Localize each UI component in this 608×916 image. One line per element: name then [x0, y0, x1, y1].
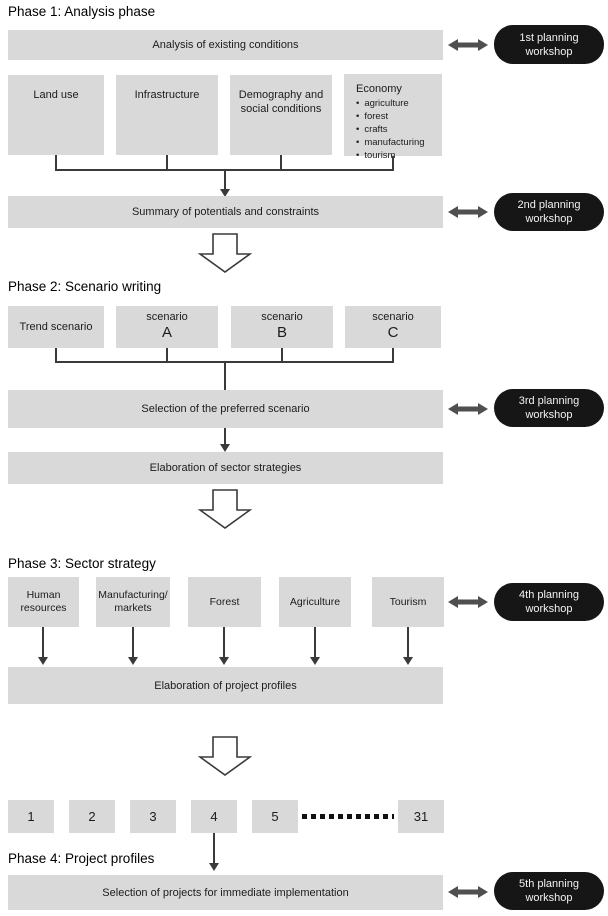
- economy-heading: Economy: [356, 83, 402, 95]
- connector-line: [166, 348, 168, 363]
- double-arrow-icon: [448, 596, 488, 608]
- connector-line: [392, 348, 394, 363]
- land-use-box: Land use: [8, 75, 104, 155]
- manufacturing-markets-box: Manufacturing/ markets: [96, 577, 170, 627]
- big-down-arrow-icon: [198, 233, 252, 273]
- economy-bullet-list: agriculture forest crafts manufacturing …: [356, 97, 438, 162]
- big-down-arrow-icon: [198, 736, 252, 776]
- sector-strategies-bar: Elaboration of sector strategies: [8, 452, 443, 484]
- arrowhead-icon: [220, 444, 230, 452]
- connector-line: [224, 169, 226, 190]
- workshop-pill-line2: workshop: [525, 213, 573, 225]
- double-arrow-icon: [448, 206, 488, 218]
- economy-bullet-item: tourism: [356, 149, 438, 162]
- phase4-title: Phase 4: Project profiles: [8, 851, 155, 866]
- connector-line: [166, 155, 168, 171]
- connector-line: [42, 627, 44, 658]
- economy-bullet-item: forest: [356, 110, 438, 123]
- phase3-title: Phase 3: Sector strategy: [8, 556, 156, 571]
- scenario-label: scenario: [261, 311, 303, 323]
- infrastructure-box: Infrastructure: [116, 75, 218, 155]
- scenario-a-box: scenario A: [116, 306, 218, 348]
- agriculture-box: Agriculture: [279, 577, 351, 627]
- double-arrow-icon: [448, 39, 488, 51]
- workshop-pill-line1: 3rd planning: [518, 395, 580, 407]
- workshop-pill-4: 4th planning workshop: [494, 583, 604, 621]
- economy-box: Economy agriculture forest crafts manufa…: [344, 74, 442, 161]
- scenario-letter: B: [276, 324, 287, 341]
- connector-line: [55, 155, 57, 171]
- arrowhead-icon: [209, 863, 219, 871]
- connector-line: [280, 155, 282, 171]
- connector-line: [223, 627, 225, 658]
- workshop-pill-line1: 2nd planning: [517, 199, 581, 211]
- workshop-pill-line2: workshop: [525, 409, 573, 421]
- project-number-box: 31: [398, 800, 444, 833]
- phase2-title: Phase 2: Scenario writing: [8, 279, 162, 294]
- project-number-box: 2: [69, 800, 115, 833]
- project-number-box: 5: [252, 800, 298, 833]
- workshop-pill-5: 5th planning workshop: [494, 872, 604, 910]
- workshop-pill-line2: workshop: [525, 603, 573, 615]
- economy-bullet-item: agriculture: [356, 97, 438, 110]
- connector-line: [213, 833, 215, 864]
- workshop-pill-line2: workshop: [525, 45, 573, 58]
- phase1-title: Phase 1: Analysis phase: [8, 4, 156, 19]
- selection-scenario-bar: Selection of the preferred scenario: [8, 390, 443, 428]
- connector-line: [407, 627, 409, 658]
- arrowhead-icon: [38, 657, 48, 665]
- demography-box: Demography and social conditions: [230, 75, 332, 155]
- workshop-pill-line2: workshop: [525, 892, 573, 904]
- connector-line: [55, 348, 57, 363]
- human-resources-box: Human resources: [8, 577, 79, 627]
- tourism-box: Tourism: [372, 577, 444, 627]
- scenario-b-box: scenario B: [231, 306, 333, 348]
- scenario-letter: A: [161, 324, 172, 341]
- double-arrow-icon: [448, 886, 488, 898]
- big-down-arrow-icon: [198, 489, 252, 529]
- analysis-bar: Analysis of existing conditions: [8, 30, 443, 60]
- project-number-box: 3: [130, 800, 176, 833]
- arrowhead-icon: [403, 657, 413, 665]
- workshop-pill-3: 3rd planning workshop: [494, 389, 604, 427]
- project-number-box: 4: [191, 800, 237, 833]
- arrowhead-icon: [128, 657, 138, 665]
- dotted-line: [302, 814, 394, 819]
- connector-line: [392, 156, 394, 171]
- scenario-label: scenario: [372, 311, 414, 323]
- project-profiles-bar: Elaboration of project profiles: [8, 667, 443, 704]
- economy-bullet-item: manufacturing: [356, 136, 438, 149]
- scenario-c-box: scenario C: [345, 306, 441, 348]
- workshop-pill-line1: 5th planning: [519, 878, 579, 890]
- project-number-box: 1: [8, 800, 54, 833]
- workshop-pill-1: 1st planning workshop: [494, 25, 604, 64]
- connector-line: [224, 428, 226, 445]
- summary-bar: Summary of potentials and constraints: [8, 196, 443, 228]
- economy-bullet-item: crafts: [356, 123, 438, 136]
- connector-line: [281, 348, 283, 363]
- implementation-bar: Selection of projects for immediate impl…: [8, 875, 443, 910]
- connector-line: [132, 627, 134, 658]
- scenario-letter: C: [387, 324, 399, 341]
- trend-scenario-box: Trend scenario: [8, 306, 104, 348]
- arrowhead-icon: [220, 189, 230, 197]
- scenario-label: scenario: [146, 311, 188, 323]
- workshop-pill-line1: 1st planning: [519, 31, 579, 44]
- workshop-pill-2: 2nd planning workshop: [494, 193, 604, 231]
- forest-box: Forest: [188, 577, 261, 627]
- double-arrow-icon: [448, 403, 488, 415]
- workshop-pill-line1: 4th planning: [519, 589, 579, 601]
- connector-line: [314, 627, 316, 658]
- arrowhead-icon: [219, 657, 229, 665]
- connector-line: [224, 361, 226, 390]
- arrowhead-icon: [310, 657, 320, 665]
